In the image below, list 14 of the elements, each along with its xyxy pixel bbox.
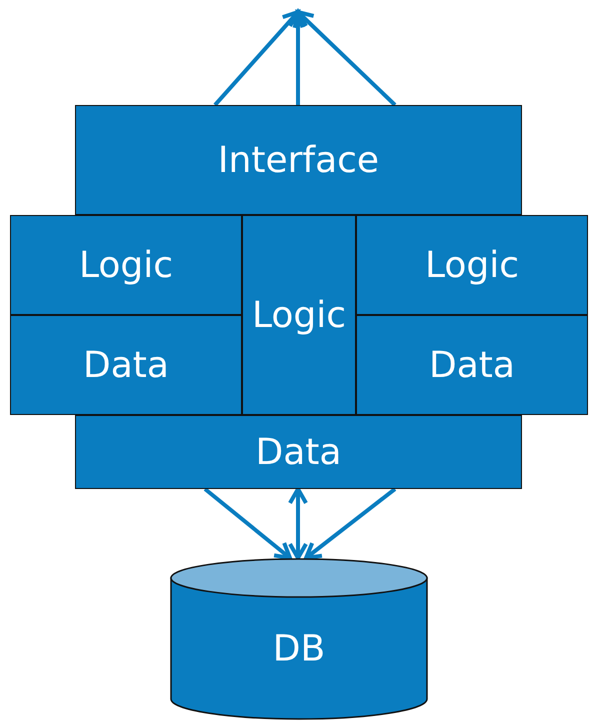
layer-box: Data [10,315,242,415]
arrow [288,10,308,105]
layer-box: Interface [75,105,522,215]
node-label: DB [272,628,326,670]
arrow [214,10,300,106]
arrow [204,487,292,560]
layer-box: Logic [356,215,588,315]
layer-box: Logic [10,215,242,315]
layer-box: Logic [242,215,356,415]
layer-box: Data [75,415,522,489]
arrow [296,10,396,106]
arrow [288,487,308,560]
layer-box: Data [356,315,588,415]
arrow [304,487,396,560]
